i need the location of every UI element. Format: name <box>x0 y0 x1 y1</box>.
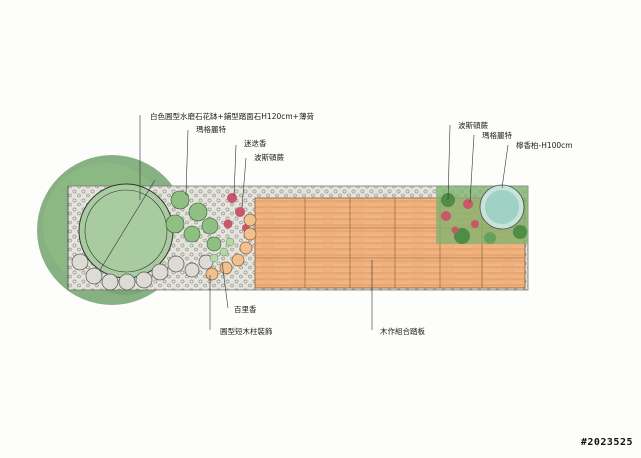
label-thyme: 百里香 <box>234 304 257 314</box>
thyme-cluster <box>209 237 235 263</box>
log-posts <box>205 213 257 281</box>
stepping-stones <box>71 253 214 291</box>
label-marguerite-left: 瑪格麗特 <box>196 124 226 134</box>
label-marguerite-right: 瑪格麗特 <box>482 130 512 140</box>
right-flowers <box>441 199 479 234</box>
label-wood-deck: 木作組合踏板 <box>380 326 425 336</box>
watermark-id: #2023525 <box>580 437 633 448</box>
cypress-pot <box>479 184 525 230</box>
leader-lines <box>139 115 509 330</box>
center-shrubs <box>165 190 222 252</box>
label-rosemary: 迷迭香 <box>244 138 267 148</box>
label-cypress: 檸香柏-H100cm <box>516 140 573 150</box>
label-boston-fern-left: 波斯頓蕨 <box>254 152 284 162</box>
label-log-posts: 圓型短木柱裝飾 <box>220 326 273 336</box>
label-boston-fern-right: 波斯頓蕨 <box>458 120 488 130</box>
label-top-main: 白色圓型水磨石花缽+鋪型踏面石H120cm+薄荷 <box>150 111 314 121</box>
